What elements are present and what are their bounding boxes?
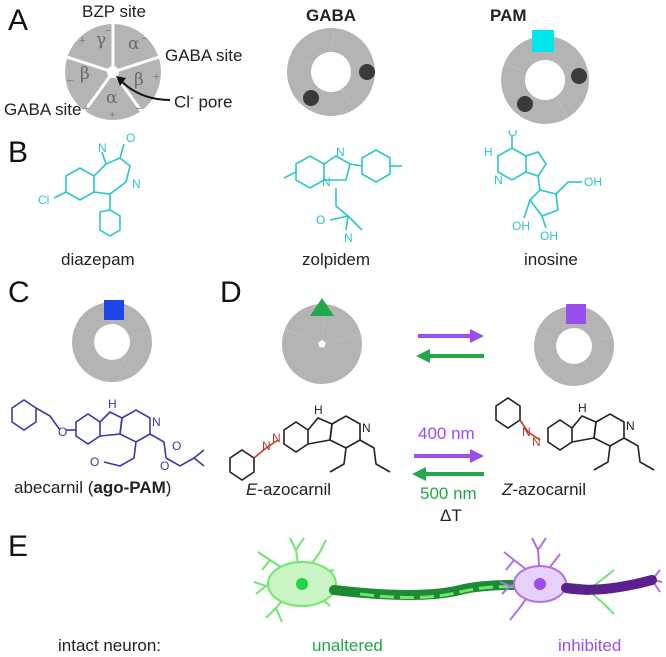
pam-dot-right (571, 68, 587, 84)
label-z-azocarnil: Z-azocarnil (502, 480, 587, 499)
pam-dot-left (517, 96, 533, 112)
svg-text:+: + (79, 35, 85, 47)
molecule-abecarnil (11, 399, 205, 467)
svg-text:N: N (532, 435, 541, 449)
subunit-gamma: γ (96, 30, 107, 50)
azocarnil-triangle-icon (310, 298, 334, 316)
panel-label-e: E (8, 530, 29, 563)
svg-text:N: N (336, 145, 345, 159)
header-gaba: GABA (306, 6, 357, 25)
molecule-z-azocarnil (495, 397, 655, 471)
svg-text:+: + (109, 109, 115, 121)
svg-text:O: O (172, 439, 181, 453)
neuron-unaltered-nucleus (296, 578, 308, 590)
panel-label-c: C (8, 276, 30, 309)
subunit-alpha-bottom: α (106, 88, 118, 108)
label-diazepam: diazepam (61, 250, 135, 269)
svg-text:H: H (484, 145, 493, 159)
svg-text:Cl: Cl (38, 193, 49, 207)
svg-text:OH: OH (512, 219, 530, 233)
cl-pore-arrow (119, 79, 171, 101)
panel-label-a: A (8, 4, 29, 37)
receptor-pam (501, 36, 589, 124)
svg-text:O: O (58, 425, 67, 439)
svg-text:N: N (362, 421, 371, 435)
header-pam: PAM (490, 6, 527, 25)
svg-text:+: + (83, 103, 89, 115)
svg-text:N: N (522, 425, 531, 439)
gaba-dot-right (359, 64, 375, 80)
svg-text:−: − (141, 33, 147, 45)
subunit-beta-right: β (134, 70, 144, 90)
label-thermal: ΔT (440, 506, 462, 525)
label-reverse-wavelength: 500 nm (420, 484, 477, 503)
molecule-zolpidem (283, 149, 402, 231)
svg-text:−: − (67, 75, 73, 87)
receptor-gaba (287, 28, 375, 116)
svg-text:N: N (626, 419, 635, 433)
svg-text:O: O (508, 130, 517, 139)
subunit-beta-left: β (80, 64, 90, 84)
svg-text:N: N (152, 415, 161, 429)
label-gaba-site-right: GABA site (165, 46, 243, 65)
neuron-inhibited-axon (561, 575, 657, 595)
receptor-labeled: + − − + − + − + (64, 22, 162, 121)
molecule-e-azocarnil (229, 415, 391, 481)
label-forward-wavelength: 400 nm (418, 424, 475, 443)
svg-text:H: H (108, 397, 117, 411)
svg-text:H: H (314, 403, 323, 417)
label-gaba-site-left: GABA site (4, 100, 82, 119)
panel-label-d: D (220, 276, 242, 309)
svg-text:O: O (126, 131, 135, 145)
panel-b-molecules: Cl O N N N N O N O H N OH OH OH (38, 130, 602, 245)
ago-pam-square-icon (104, 300, 124, 320)
label-intact-neuron: intact neuron: (58, 636, 162, 655)
label-inosine: inosine (524, 250, 578, 269)
label-zolpidem: zolpidem (302, 250, 371, 269)
panel-a-graphics: + − − + − + − + (64, 22, 589, 124)
label-abecarnil: abecarnil (ago-PAM) (14, 478, 172, 497)
label-e-azocarnil: E-azocarnil (246, 480, 332, 499)
gaba-dot-left (303, 90, 319, 106)
svg-text:−: − (135, 103, 141, 115)
svg-text:N: N (322, 175, 331, 189)
subunit-alpha-top: α (128, 34, 140, 54)
svg-text:N: N (262, 439, 271, 453)
svg-text:+: + (153, 71, 159, 83)
svg-text:OH: OH (540, 229, 558, 243)
panel-label-b: B (8, 136, 29, 169)
panel-cd-graphics: O H N O O O H N N N (11, 298, 655, 481)
svg-text:N: N (132, 177, 141, 191)
panel-e-neurons (253, 537, 663, 623)
svg-text:N: N (98, 141, 107, 155)
molecule-diazepam (53, 143, 131, 237)
svg-text:O: O (160, 459, 169, 473)
label-bzp-site: BZP site (82, 2, 146, 21)
svg-text:−: − (105, 25, 111, 37)
svg-text:OH: OH (584, 175, 602, 189)
svg-text:N: N (344, 231, 353, 245)
svg-text:N: N (494, 173, 503, 187)
neuron-inhibited-nucleus (534, 578, 546, 590)
label-inhibited: inhibited (558, 636, 622, 655)
svg-text:O: O (90, 455, 99, 469)
molecule-inosine (497, 136, 582, 229)
svg-text:O: O (316, 213, 325, 227)
azocarnil-square-icon (566, 304, 586, 324)
svg-text:H: H (578, 401, 587, 415)
label-unaltered: unaltered (312, 636, 383, 655)
label-cl-pore: Cl- pore (174, 92, 233, 112)
receptor-e-azocarnil (282, 304, 362, 384)
svg-text:N: N (272, 431, 281, 445)
pam-square-icon (532, 30, 554, 52)
